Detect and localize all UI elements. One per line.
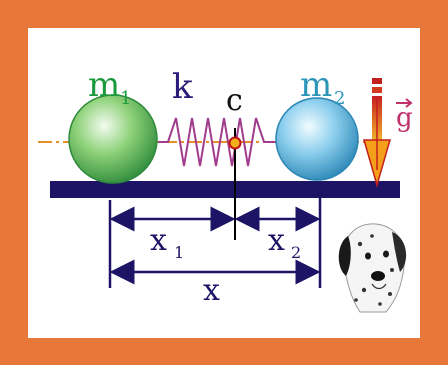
dalmatian-head-icon [338,223,407,313]
gravity-label: g [396,103,413,133]
mass-1-subscript: 1 [120,88,131,109]
x2-label: x [268,223,285,258]
x2-subscript: 2 [291,243,301,262]
x1-label: x [150,223,167,258]
mass-2-label: m [300,65,332,105]
mass-1-ball [68,94,158,184]
gravity-vector-arrow [396,98,413,108]
mass-1-label: m [88,65,120,105]
center-label: c [226,83,243,118]
spring-constant-label: k [172,67,193,107]
spring [158,117,280,167]
mass-2-subscript: 2 [334,88,345,109]
x-label: x [203,273,220,308]
gravity-arrow-icon [363,78,391,188]
x1-subscript: 1 [174,243,184,262]
ground-bar [50,181,400,198]
center-of-mass-point [228,136,242,150]
mass-2-ball [275,97,359,181]
